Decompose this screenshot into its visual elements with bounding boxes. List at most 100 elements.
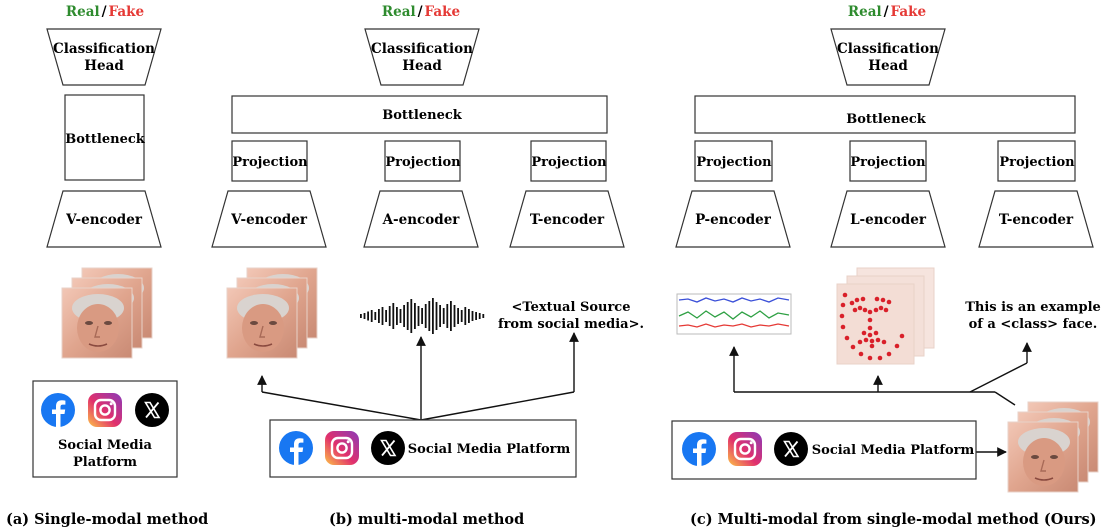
x-icon <box>134 392 170 428</box>
waveform-bar <box>374 312 377 320</box>
facebook-icon <box>682 432 716 466</box>
landmark-point <box>886 299 892 305</box>
svg-text:Classification: Classification <box>371 41 473 57</box>
svg-text:Bottleneck: Bottleneck <box>846 112 927 127</box>
panel-a: Real/Fake Classification Head Bottleneck… <box>6 4 208 528</box>
projection-a: Projection <box>384 140 461 182</box>
landmark-point <box>886 351 892 357</box>
landmark-point <box>880 297 886 303</box>
landmark-point <box>858 351 864 357</box>
waveform-bar <box>410 299 413 333</box>
landmark-point <box>861 330 867 336</box>
landmark-point <box>873 307 879 313</box>
waveform-bar <box>414 303 416 329</box>
svg-text:Projection: Projection <box>385 155 461 170</box>
svg-text:T-encoder: T-encoder <box>999 212 1074 228</box>
waveform-bar <box>370 310 373 322</box>
waveform-bar <box>471 311 474 321</box>
waveform-bar <box>381 307 384 325</box>
svg-text:Projection: Projection <box>696 155 772 170</box>
face-video-frames <box>1007 401 1099 493</box>
waveform-bar <box>388 306 391 326</box>
input-arrows <box>257 332 579 421</box>
landmark-point <box>842 292 848 298</box>
landmark-point <box>899 333 905 339</box>
signal-blue <box>678 297 790 303</box>
landmark-point <box>840 324 846 330</box>
textual-source-text: <Textual Source <box>512 300 631 315</box>
waveform-bar <box>428 301 431 331</box>
landmark-point <box>852 307 858 313</box>
facebook-icon <box>279 431 313 465</box>
landmark-point <box>874 296 880 302</box>
svg-text:Projection: Projection <box>232 155 308 170</box>
social-media-box: Social Media Platform <box>32 380 178 478</box>
l-encoder: L-encoder <box>830 190 946 248</box>
instagram-icon <box>726 430 764 468</box>
svg-text:P-encoder: P-encoder <box>695 212 772 228</box>
waveform-bar <box>446 304 449 328</box>
landmark-point <box>873 330 879 336</box>
svg-text:V-encoder: V-encoder <box>65 212 143 228</box>
t-encoder: T-encoder <box>509 190 625 248</box>
waveform-bar <box>478 313 481 319</box>
social-media-box: Social Media Platform <box>671 420 977 480</box>
landmark-point <box>862 307 868 313</box>
svg-text:Social Media Platform: Social Media Platform <box>408 442 571 457</box>
landmark-point <box>881 339 887 345</box>
landmark-point <box>867 317 873 323</box>
waveform-bar <box>435 302 438 330</box>
classification-head: Classification Head <box>830 28 946 86</box>
example-text: This is an example <box>965 300 1101 315</box>
waveform-bar <box>417 306 420 326</box>
landmark-point <box>867 309 873 315</box>
waveform-bar <box>396 307 398 325</box>
instagram-icon <box>323 429 361 467</box>
landmark-point <box>857 339 863 345</box>
waveform-bar <box>450 301 452 331</box>
landmark-point <box>875 337 881 343</box>
v-encoder: V-encoder <box>46 190 162 248</box>
landmark-point <box>857 305 863 311</box>
svg-text:Projection: Projection <box>531 155 607 170</box>
p-encoder: P-encoder <box>675 190 791 248</box>
waveform-bar <box>442 308 445 324</box>
svg-text:T-encoder: T-encoder <box>530 212 605 228</box>
svg-text:Head: Head <box>84 58 124 74</box>
waveform-bar <box>468 309 470 323</box>
landmark-point <box>883 307 889 313</box>
landmark-point <box>894 343 900 349</box>
landmark-point <box>850 344 856 350</box>
t-encoder: T-encoder <box>978 190 1094 248</box>
v-encoder: V-encoder <box>211 190 327 248</box>
landmark-point <box>869 338 875 344</box>
svg-text:Head: Head <box>402 58 442 74</box>
svg-text:Platform: Platform <box>73 455 137 470</box>
svg-text:Classification: Classification <box>53 41 155 57</box>
waveform-bar <box>392 303 395 329</box>
social-media-box: Social Media Platform <box>269 419 577 478</box>
input-arrows <box>729 342 1032 457</box>
classification-head: Classification Head <box>46 28 162 86</box>
svg-text:Projection: Projection <box>850 155 926 170</box>
a-encoder: A-encoder <box>363 190 479 248</box>
bottleneck-box: Bottleneck <box>231 95 608 134</box>
audio-waveform <box>360 298 485 334</box>
waveform-bar <box>457 308 459 324</box>
svg-text:Social Media: Social Media <box>58 438 152 453</box>
waveform-bar <box>360 314 362 318</box>
waveform-bar <box>367 311 369 321</box>
textual-source-text: from social media>. <box>498 317 644 332</box>
landmark-point <box>878 305 884 311</box>
landmark-point <box>867 325 873 331</box>
landmark-point <box>863 337 869 343</box>
projection-l: Projection <box>849 140 927 182</box>
example-text: of a <class> face. <box>969 317 1098 332</box>
landmark-point <box>840 302 846 308</box>
waveform-bar <box>378 309 380 323</box>
svg-text:Bottleneck: Bottleneck <box>65 132 146 147</box>
instagram-icon <box>86 391 124 429</box>
waveform-bar <box>464 307 467 325</box>
landmark-point <box>844 335 850 341</box>
